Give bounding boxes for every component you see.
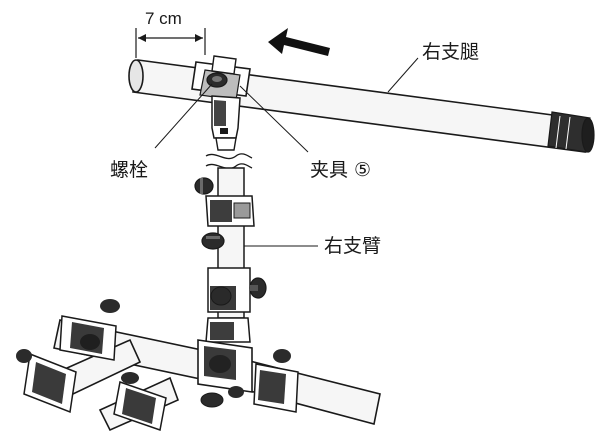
leg-end-cap	[547, 111, 595, 153]
mid-arm-joint	[207, 267, 267, 313]
base-left-clamp	[59, 299, 120, 361]
dimension-label: 7 cm	[145, 9, 182, 28]
break-mark	[205, 153, 253, 170]
base-center-clamp	[197, 339, 253, 408]
knob-icon	[194, 177, 214, 195]
upper-arm-clamp	[194, 177, 255, 227]
lower-arm-clamp	[205, 317, 251, 343]
label-right-leg: 右支腿	[422, 41, 479, 63]
clamp-assembly	[191, 55, 251, 101]
label-bolt: 螺栓	[110, 159, 148, 181]
base-front-clamp	[16, 349, 167, 431]
label-right-arm: 右支臂	[324, 235, 381, 257]
base-right-clamp	[228, 349, 299, 413]
bolt-icon	[206, 72, 228, 88]
side-knob-icon	[249, 277, 267, 299]
label-clamp: 夹具 ⑤	[310, 159, 371, 181]
arm-knob	[201, 232, 225, 250]
dimension-marker: 7 cm	[135, 9, 206, 58]
left-arrow-icon	[268, 28, 330, 56]
upper-arm-segment	[211, 95, 241, 151]
leader-lines	[154, 57, 419, 247]
